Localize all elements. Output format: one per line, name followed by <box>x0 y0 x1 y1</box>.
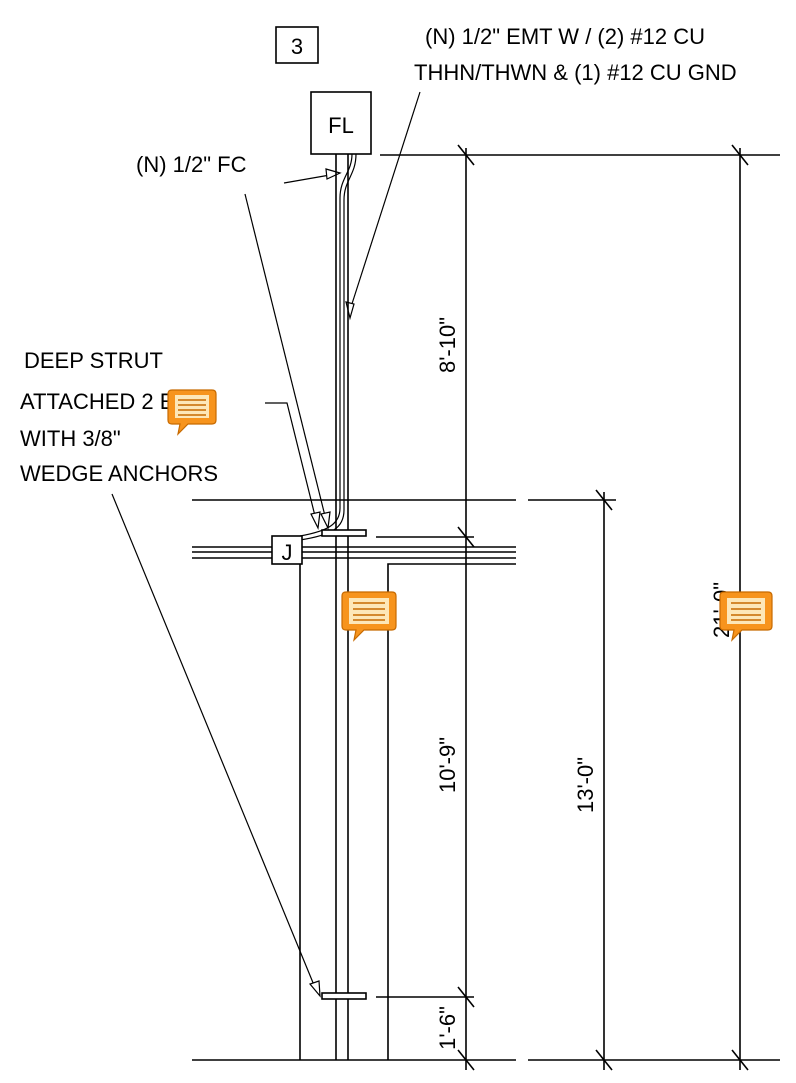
fc-leader-long-arrow <box>320 511 331 531</box>
comment-icon-2[interactable] <box>341 591 397 642</box>
fc-leader <box>283 174 331 184</box>
fc-leader-long <box>244 193 327 521</box>
fc-note: (N) 1/2" FC <box>136 152 247 177</box>
strut-leader-upper <box>265 402 317 521</box>
emt-leader <box>349 91 421 311</box>
column-right <box>387 563 516 1060</box>
detail-tag: 3 <box>291 34 303 59</box>
junction-box <box>271 535 303 565</box>
strut-note-line2: ATTACHED 2 EL <box>20 389 187 414</box>
strut-note-line3: WITH 3/8" <box>20 426 121 451</box>
fixture-label: FL <box>328 113 354 138</box>
comment-icon-1[interactable] <box>167 389 217 436</box>
junction-label: J <box>282 540 293 565</box>
emt-note-line1: (N) 1/2" EMT W / (2) #12 CU <box>425 24 705 49</box>
dim-text-1-6: 1'-6" <box>435 1006 460 1050</box>
strut-arrow-lower <box>308 980 321 998</box>
dim-text-8-10: 8'-10" <box>435 317 460 373</box>
dim-ticks <box>457 144 749 1071</box>
strut-lower <box>321 992 367 1000</box>
comment-icon-3[interactable] <box>719 591 773 642</box>
fixture-box <box>310 91 372 155</box>
fc-arrow <box>325 168 342 180</box>
detail-tag-box <box>275 26 319 64</box>
strut-arrow-upper <box>310 511 321 531</box>
strut-upper <box>321 529 367 537</box>
emt-note-line2: THHN/THWN & (1) #12 CU GND <box>414 60 737 85</box>
strut-leader-lower <box>111 493 317 991</box>
dim-text-13-0: 13'-0" <box>573 757 598 813</box>
strut-note-line1: DEEP STRUT <box>24 348 163 373</box>
strut-note-line4: WEDGE ANCHORS <box>20 461 218 486</box>
dim-text-10-9: 10'-9" <box>435 737 460 793</box>
